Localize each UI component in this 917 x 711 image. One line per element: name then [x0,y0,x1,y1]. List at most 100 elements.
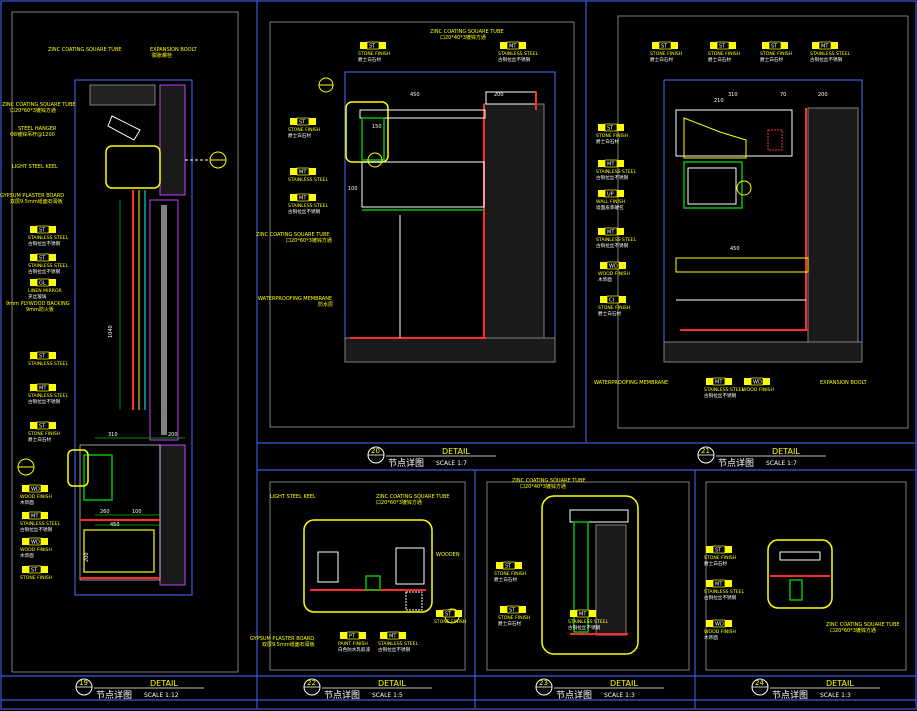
tag-cn: 古铜拉丝不锈钢 [596,242,629,249]
p19-label-8: GYPSUM PLASTER BOARD [0,193,64,199]
p21-dim-4: 450 [730,246,740,252]
p23-label-0: ZINC COATING SQUARE TUBE [512,478,586,484]
tag-cn: 古铜拉丝不锈钢 [704,594,737,601]
tag-marker-left [706,620,713,627]
p19-dim-4: 100 [132,509,142,515]
tag-cn: 爵士白石材 [494,576,517,583]
tag-name: STAINLESS STEEL [596,169,637,175]
tag-cn: 古铜拉丝不锈钢 [28,240,61,247]
p19-label-4: 口20*60*3镀锌方通 [10,107,56,114]
tag-code: MT [715,380,723,386]
tag-name: STAINLESS STEEL [596,237,637,243]
tag-cn: 古铜拉丝不锈钢 [378,646,411,653]
tag-name: PAINT FINISH [338,641,368,647]
tag-marker-right [379,42,386,49]
tag-cn: 古铜拉丝不锈钢 [498,56,531,63]
p22-label-2: 口20*60*3镀锌方通 [376,499,422,506]
tag-marker-right [515,562,522,569]
tag-marker-right [309,194,316,201]
tag-marker-left [710,42,717,49]
p19-dim-0: 1040 [108,325,114,338]
detail-scale: SCALE 1:12 [144,692,179,699]
tag-marker-right [831,42,838,49]
tag-marker-left [360,42,367,49]
p19-dim-1: 310 [108,432,118,438]
tag-name: STONE FINISH [760,51,792,57]
tag-name: WOOD FINISH [742,387,774,393]
tag-marker-left [436,610,443,617]
tag-cn: 墙面皮革硬包 [596,204,624,211]
tag-name: STONE FINISH [650,51,682,57]
p24-label-0: ZINC COATING SQUARE TUBE [826,622,900,628]
tag-name: STONE FINISH [498,615,530,621]
tag-cn: 古铜拉丝不锈钢 [28,398,61,405]
tag-name: WOOD FINISH [20,494,52,500]
tag-marker-left [570,610,577,617]
tag-name: STAINLESS STEEL [28,263,69,269]
tag-name: STONE FINISH [28,431,60,437]
detail-24-drawing [767,539,833,609]
p21-dim-0: 310 [728,92,738,98]
detail-19-dims [95,200,185,526]
tag-marker-right [725,546,732,553]
p20-label-4: WATERPROOFING MEMBRANE [258,296,332,302]
tag-marker-left [744,378,751,385]
tag-cn: 夹丝玻璃 [28,293,47,300]
detail-title-cn: 节点详图 [96,689,132,701]
tag-code: ST [39,424,46,430]
tag-cn: 爵士白石材 [598,310,621,317]
detail-number: 19 [79,679,88,687]
tag-code: ST [39,228,46,234]
tag-marker-left [706,580,713,587]
p20-label-1: 口20*40*3镀锌方通 [440,34,486,41]
detail-title-text: DETAIL [442,447,470,456]
tag-marker-left [30,226,37,233]
detail-19-drawing [17,79,227,596]
detail-title-text: DETAIL [826,679,854,688]
tag-marker-left [340,632,347,639]
detail-title-cn: 节点详图 [388,457,424,469]
tag-marker-left [30,279,37,286]
tag-name: WOOD FINISH [598,271,630,277]
inner-frames [11,11,909,673]
tag-code: MT [389,634,397,640]
tag-name: STAINLESS STEEL [704,589,745,595]
tag-name: STAINLESS STEEL [568,619,609,625]
tag-code: WD [31,487,40,493]
p21-dim-1: 210 [714,98,724,104]
detail-scale: SCALE 1:3 [604,692,635,699]
tag-marker-right [725,620,732,627]
p19-label-3: ZINC COATING SQUARE TUBE [2,102,76,108]
detail-scale: SCALE 1:7 [766,460,797,467]
tag-cn: 古铜拉丝不锈钢 [288,208,321,215]
tag-code: PT [349,634,356,640]
tag-cn: 木饰面 [704,634,718,641]
detail-title-text: DETAIL [378,679,406,688]
tag-marker-left [290,118,297,125]
tag-code: ST [39,256,46,262]
tag-code: ST [509,608,516,614]
tag-code: ST [719,44,726,50]
detail-number: 23 [539,679,548,687]
tag-marker-right [49,279,56,286]
detail-title-cn: 节点详图 [324,689,360,701]
tag-code: MT [607,162,615,168]
tag-name: STONE FINISH [434,619,466,625]
p23-label-1: 口20*40*3镀锌方通 [520,483,566,490]
